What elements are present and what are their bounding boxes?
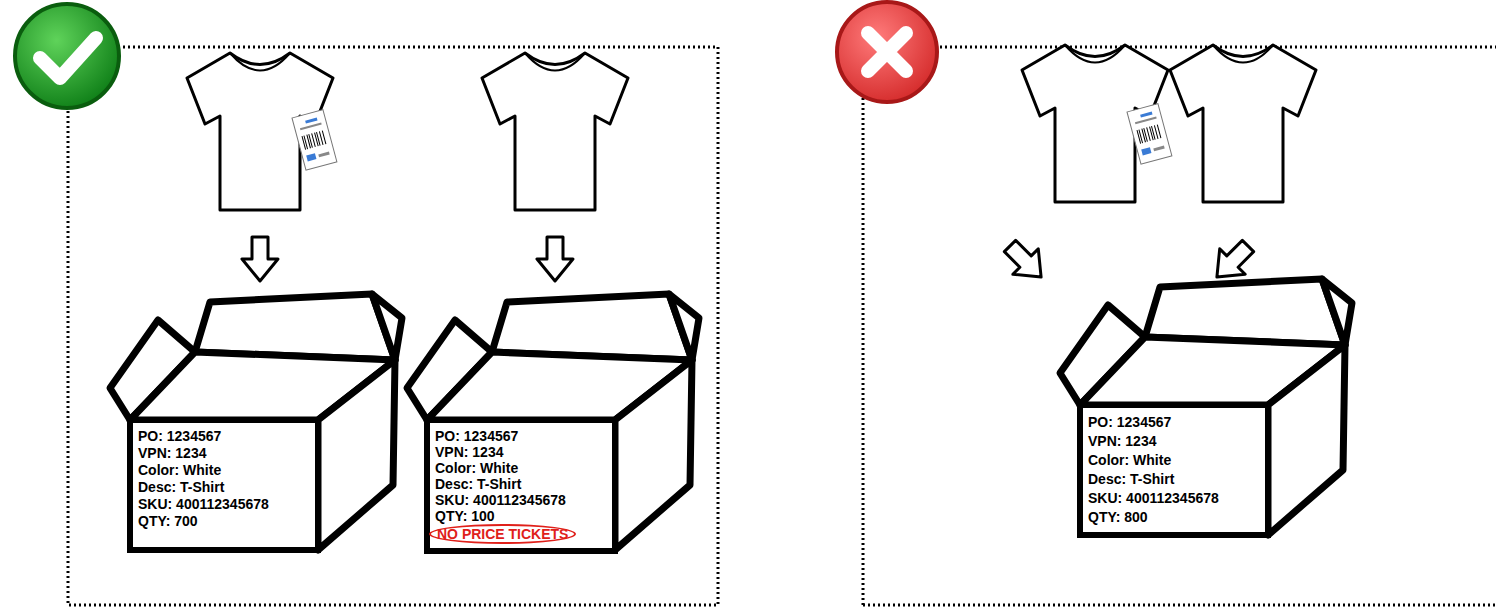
label-line: PO: 1234567 (1088, 413, 1261, 432)
label-line: PO: 1234567 (435, 428, 608, 444)
label-line: VPN: 1234 (138, 445, 311, 462)
label-line: SKU: 400112345678 (1088, 489, 1261, 508)
label-line: Desc: T-Shirt (1088, 470, 1261, 489)
label-line: Desc: T-Shirt (138, 479, 311, 496)
box-label: PO: 1234567VPN: 1234Color: WhiteDesc: T-… (1077, 402, 1271, 538)
label-line: Color: White (435, 460, 608, 476)
label-line: VPN: 1234 (1088, 432, 1261, 451)
label-line: Color: White (1088, 451, 1261, 470)
label-line: QTY: 800 (1088, 508, 1261, 527)
label-line: SKU: 400112345678 (138, 496, 311, 513)
box-label: PO: 1234567VPN: 1234Color: WhiteDesc: T-… (424, 417, 618, 554)
label-line: Desc: T-Shirt (435, 476, 608, 492)
warning-row: NO PRICE TICKETS (435, 524, 608, 544)
warning-text: NO PRICE TICKETS (429, 524, 576, 544)
label-line: PO: 1234567 (138, 428, 311, 445)
label-line: QTY: 100 (435, 508, 608, 524)
label-line: VPN: 1234 (435, 444, 608, 460)
label-line: Color: White (138, 462, 311, 479)
box-label: PO: 1234567VPN: 1234Color: WhiteDesc: T-… (127, 417, 321, 553)
label-line: SKU: 400112345678 (435, 492, 608, 508)
label-line: QTY: 700 (138, 513, 311, 530)
